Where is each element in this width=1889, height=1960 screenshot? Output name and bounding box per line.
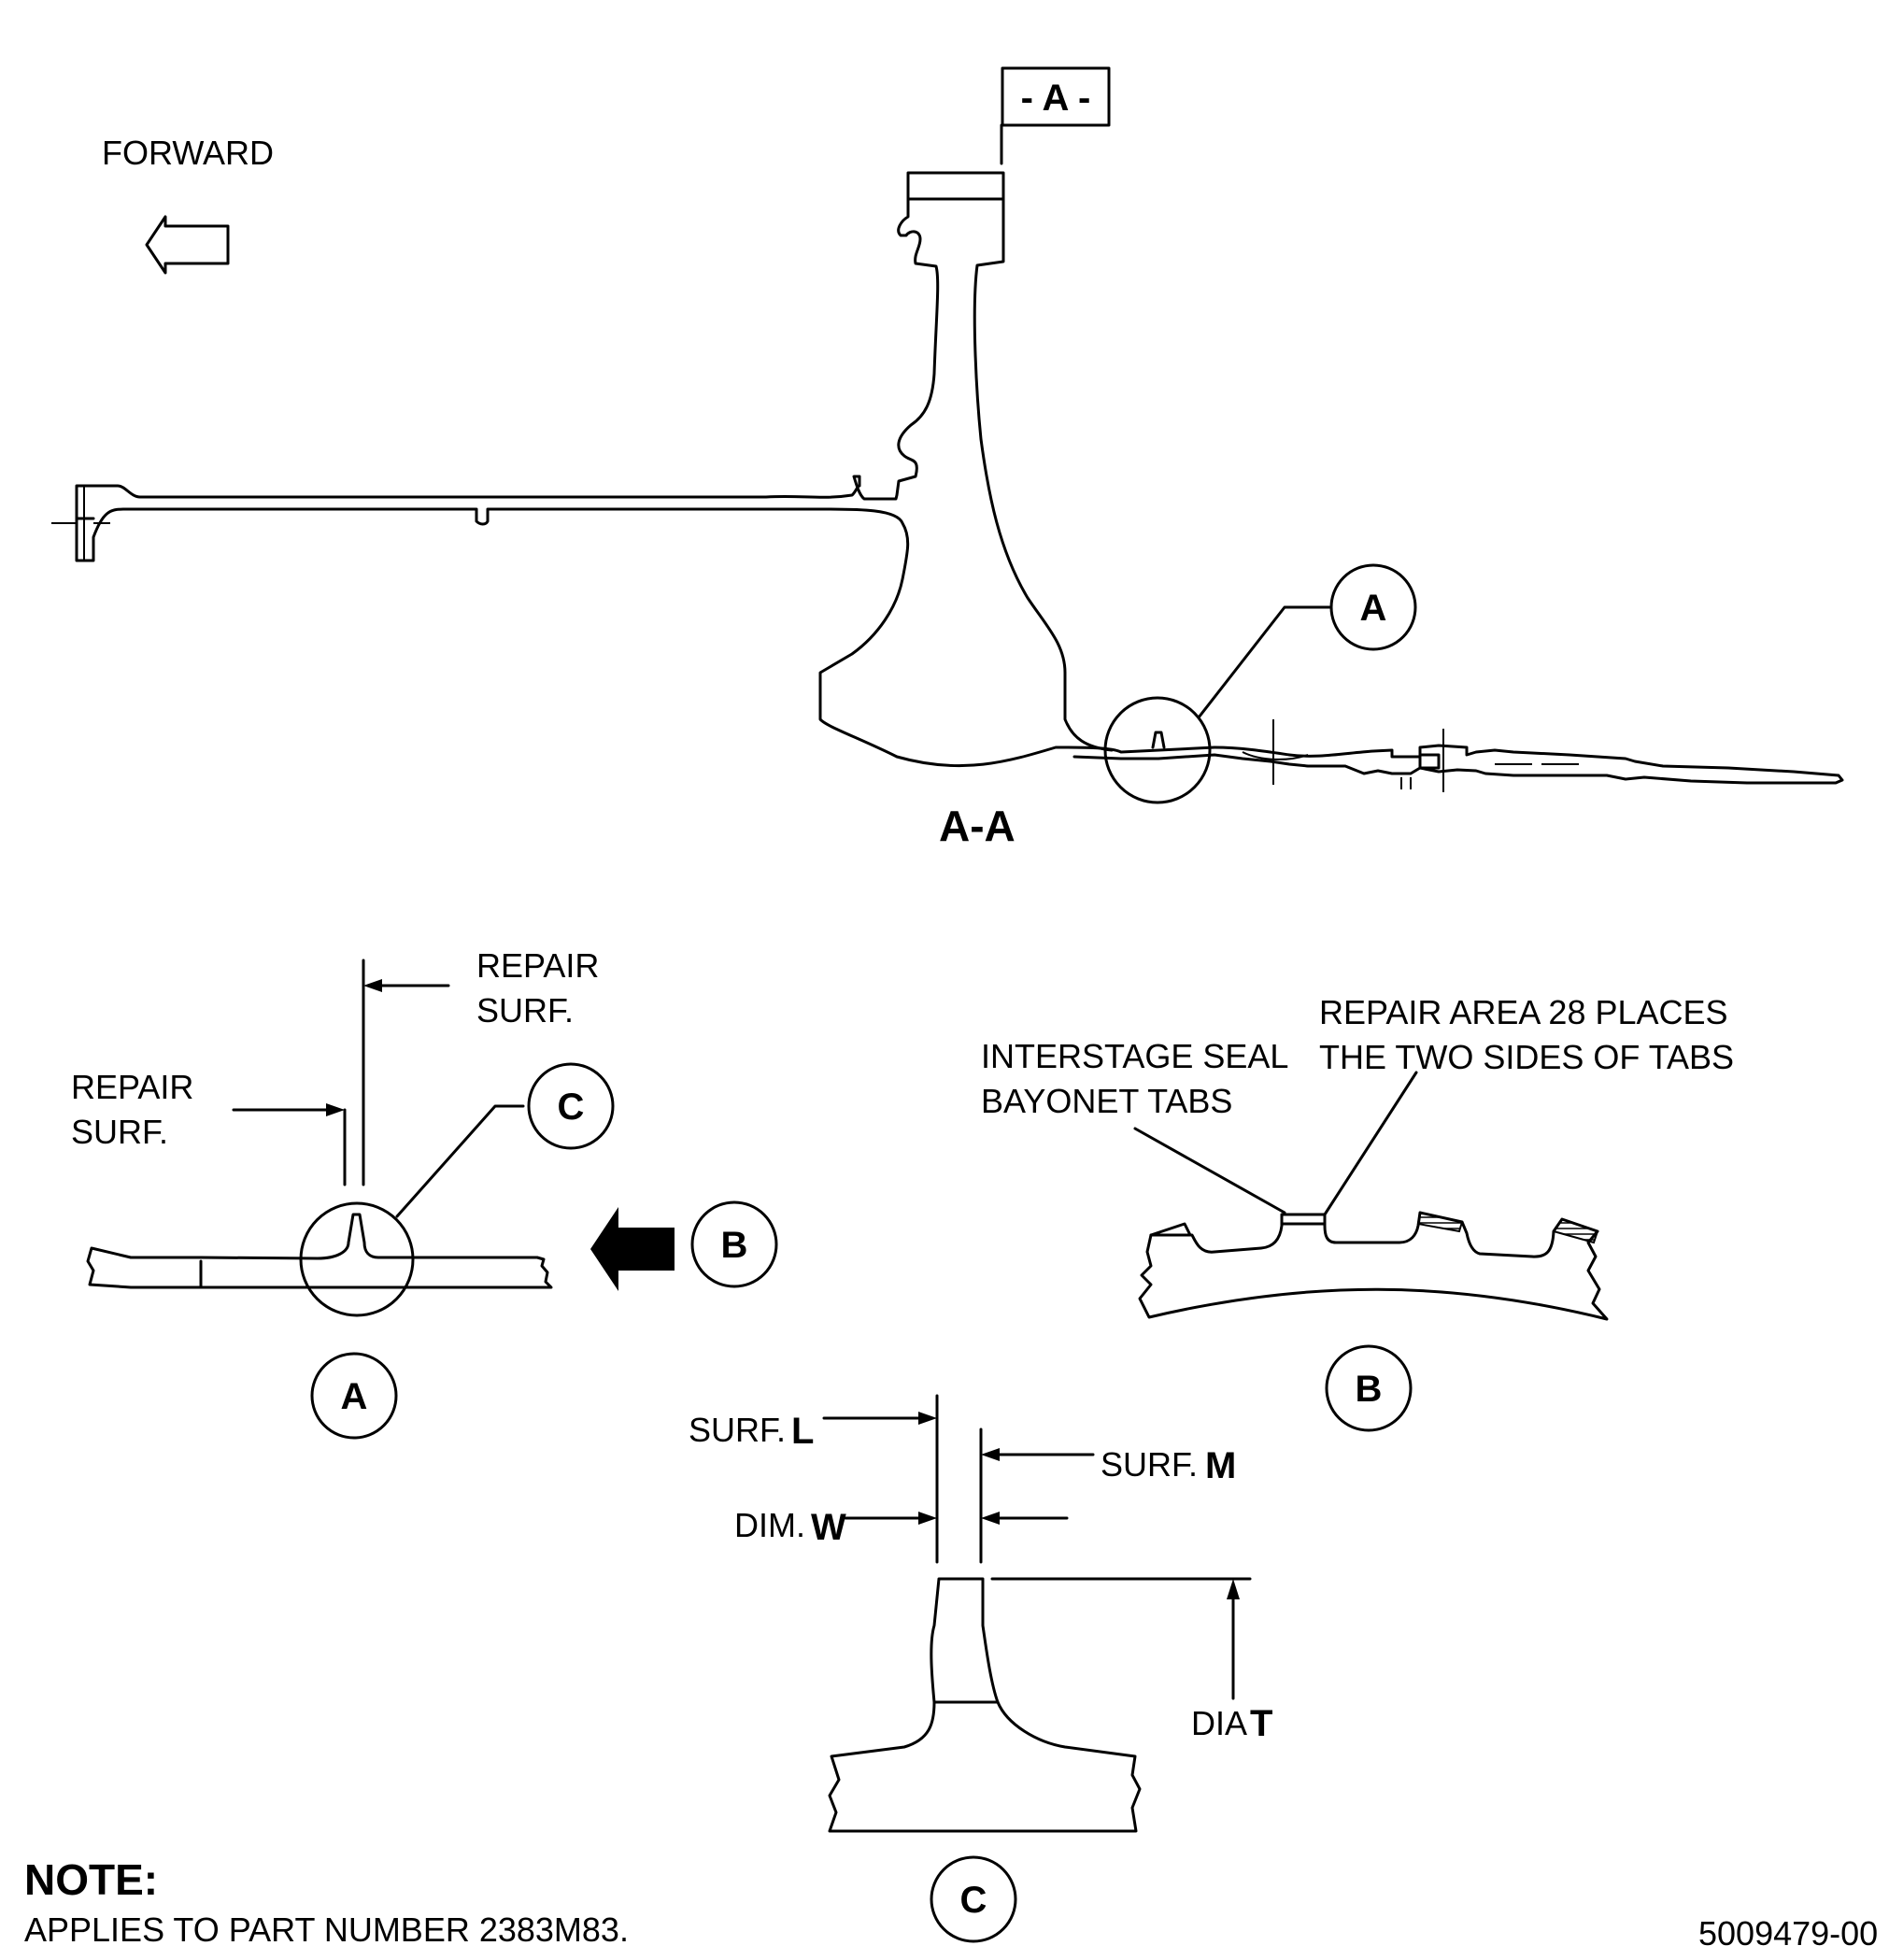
forward-arrow-icon (145, 215, 230, 275)
view-b (1133, 1071, 1609, 1321)
dia-t-letter: T (1250, 1703, 1272, 1744)
dim-w-prefix: DIM. (734, 1506, 805, 1544)
datum-a-flag: - A - (1000, 66, 1111, 165)
surf-l-letter: L (791, 1411, 814, 1452)
forward-label: FORWARD (102, 134, 274, 172)
callout-c-circle-detail-a (527, 1062, 615, 1150)
callout-b-arrow-letter: B (721, 1225, 748, 1266)
repair-area-label-line2: THE TWO SIDES OF TABS (1319, 1038, 1734, 1076)
repair-surf-top-line2: SURF. (476, 991, 574, 1030)
surf-l-prefix: SURF. (689, 1411, 786, 1449)
detail-a-circle (1103, 696, 1212, 804)
note-text: APPLIES TO PART NUMBER 2383M83. (24, 1910, 629, 1949)
note-title: NOTE: (24, 1855, 158, 1904)
view-b-title-letter: B (1356, 1369, 1383, 1410)
section-a-a-profile (51, 171, 1844, 804)
surf-m-prefix: SURF. (1101, 1445, 1198, 1484)
detail-a-title-circle (310, 1352, 398, 1440)
callout-a-top-letter: A (1360, 588, 1387, 629)
view-b-title-circle (1325, 1344, 1413, 1432)
repair-surf-left-line2: SURF. (71, 1113, 168, 1151)
drawing-number: 5009479-00 (1698, 1914, 1878, 1953)
view-arrow-b-icon (590, 1207, 675, 1291)
interstage-label-line1: INTERSTAGE SEAL (981, 1037, 1288, 1075)
callout-c-letter-detail-a: C (558, 1087, 585, 1128)
callout-a-top-circle (1329, 563, 1417, 651)
dia-t-prefix: DIA (1191, 1704, 1247, 1742)
detail-c-view (822, 1394, 1252, 1833)
interstage-label-line2: BAYONET TABS (981, 1082, 1232, 1120)
detail-c-title-circle (930, 1855, 1017, 1943)
repair-surf-top-line1: REPAIR (476, 946, 599, 985)
repair-surf-left-line1: REPAIR (71, 1068, 193, 1106)
detail-c-title-letter: C (960, 1880, 987, 1921)
repair-area-label-line1: REPAIR AREA 28 PLACES (1319, 993, 1728, 1031)
dim-w-letter: W (811, 1507, 846, 1548)
section-label: A-A (939, 802, 1016, 850)
datum-a-label: - A - (1021, 78, 1091, 119)
surf-m-letter: M (1205, 1445, 1236, 1486)
detail-a-view (86, 959, 553, 1317)
detail-a-title-letter: A (341, 1376, 368, 1417)
callout-b-arrow-circle (690, 1200, 778, 1288)
